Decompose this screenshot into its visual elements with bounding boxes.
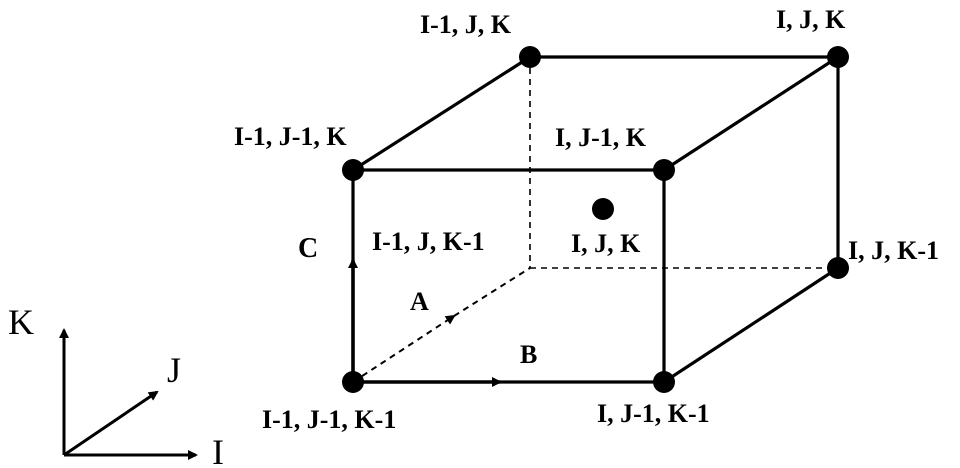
axis-k-label: K: [8, 302, 34, 342]
axis-j-line: [63, 390, 159, 457]
label-i-jm1-k: I, J-1, K: [555, 123, 647, 152]
label-center: I, J, K: [571, 229, 641, 258]
label-i-jm1-km1: I, J-1, K-1: [597, 399, 710, 428]
axis-j-label: J: [167, 350, 181, 390]
vector-a-line: [352, 314, 456, 383]
vector-a-tail: [453, 267, 531, 317]
label-i-j-km1: I, J, K-1: [848, 236, 939, 265]
label-i-j-k: I, J, K: [776, 5, 846, 34]
label-im1-jm1-km1: I-1, J-1, K-1: [262, 405, 396, 434]
top-right-connecting-edge: [663, 55, 839, 172]
vector-b-label: B: [520, 340, 537, 369]
top-left-connecting-edge: [352, 55, 531, 172]
label-im1-j-k: I-1, J, K: [420, 10, 512, 39]
vector-a-label: A: [410, 287, 429, 316]
label-im1-j-km1: I-1, J, K-1: [372, 227, 485, 256]
node-i-jm1-km1: [653, 371, 675, 393]
label-im1-jm1-k: I-1, J-1, K: [234, 122, 347, 151]
node-im1-jm1-k: [342, 159, 364, 181]
node-im1-jm1-km1: [342, 371, 364, 393]
node-i-j-km1: [827, 257, 849, 279]
node-i-jm1-k: [653, 159, 675, 181]
vector-c-label: C: [298, 233, 318, 264]
bottom-right-connecting-edge: [663, 266, 839, 384]
node-im1-j-k: [519, 46, 541, 68]
cell-center-node: [592, 198, 614, 220]
axis-i-label: I: [212, 432, 224, 468]
node-i-j-k: [827, 46, 849, 68]
